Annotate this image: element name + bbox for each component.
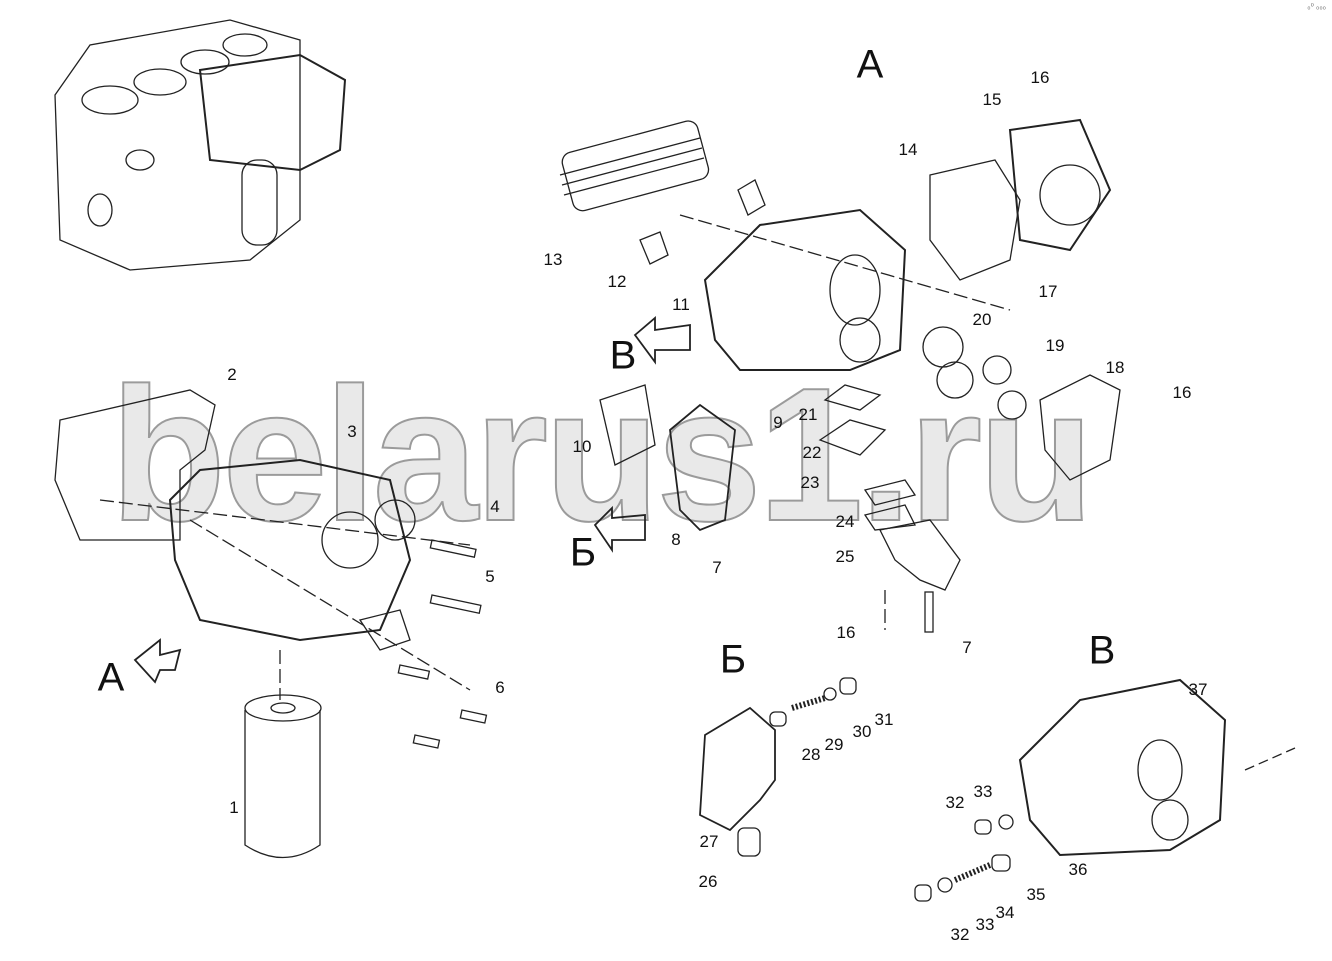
callout: 7 [712, 558, 722, 577]
callout: 30 [852, 722, 872, 741]
detail-b [699, 677, 857, 857]
callout: 6 [495, 678, 505, 697]
callout: 19 [1045, 336, 1065, 355]
callout: 35 [1026, 885, 1046, 904]
callout: 16 [836, 623, 856, 642]
corner-mark: ₀⁰ ₀₀₀ [1307, 2, 1326, 11]
callout: 16 [1172, 383, 1192, 402]
callout: 33 [975, 915, 995, 934]
callout: 28 [801, 745, 821, 764]
callout: 33 [973, 782, 993, 801]
callout: 36 [1068, 860, 1088, 879]
right-assembly [559, 118, 1121, 633]
callout: 1 [229, 798, 239, 817]
callout: 18 [1105, 358, 1125, 377]
view-label-a: А [856, 42, 884, 87]
callout: 24 [835, 512, 855, 531]
callout: 7 [962, 638, 972, 657]
detail-title-b: Б [719, 637, 747, 682]
callout: 5 [485, 567, 495, 586]
left-assembly [54, 389, 488, 859]
callout: 31 [874, 710, 894, 729]
callout: 21 [798, 405, 818, 424]
callout: 12 [607, 272, 627, 291]
callout: 27 [699, 832, 719, 851]
callout: 32 [950, 925, 970, 944]
callout: 3 [347, 422, 357, 441]
callout: 11 [672, 295, 690, 314]
callout: 13 [543, 250, 563, 269]
callout: 9 [773, 413, 783, 432]
detail-title-v: В [1088, 628, 1116, 673]
callout: 23 [800, 473, 820, 492]
callout: 16 [1030, 68, 1050, 87]
view-label-b: Б [569, 530, 597, 575]
callout: 14 [898, 140, 918, 159]
callout: 8 [671, 530, 681, 549]
callout: 2 [227, 365, 237, 384]
callout: 15 [982, 90, 1002, 109]
callout: 10 [572, 437, 592, 456]
detail-v [914, 678, 1296, 902]
callout: 4 [490, 497, 500, 516]
callout: 37 [1188, 680, 1208, 699]
callout: 25 [835, 547, 855, 566]
callout: 34 [995, 903, 1015, 922]
callout: 22 [802, 443, 822, 462]
view-label-v: В [609, 333, 637, 378]
callout: 32 [945, 793, 965, 812]
callout: 20 [972, 310, 992, 329]
engine-block-overview [54, 19, 347, 271]
view-label-a: А [97, 655, 125, 700]
callout: 29 [824, 735, 844, 754]
callout: 26 [698, 872, 718, 891]
callout: 17 [1038, 282, 1058, 301]
